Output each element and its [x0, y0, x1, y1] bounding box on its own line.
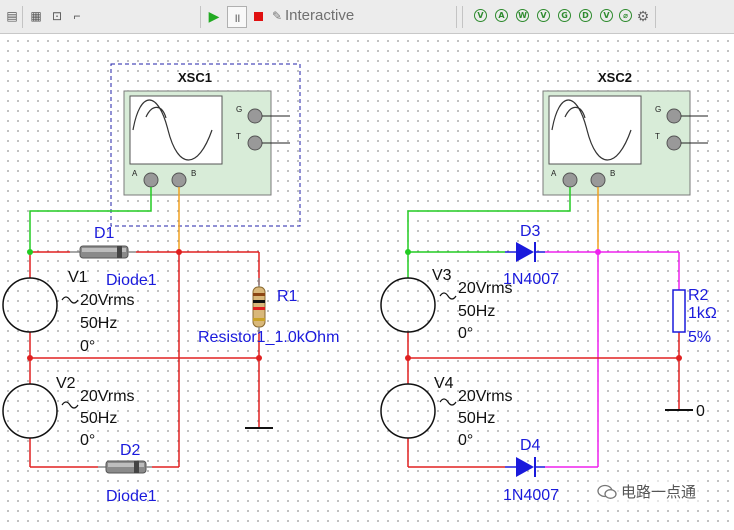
- r2-ref: R2: [688, 287, 709, 304]
- d4-ref: D4: [520, 437, 541, 454]
- r1-value: Resistor1_1.0kOhm: [198, 329, 339, 346]
- probe-ground-icon[interactable]: ⌀: [619, 9, 632, 22]
- r2-tolerance: 5%: [688, 329, 711, 346]
- xsc1-terminal-a: A: [132, 169, 138, 178]
- diode-d2[interactable]: D2 Diode1: [98, 442, 157, 505]
- run-button[interactable]: ▶: [208, 7, 220, 24]
- xsc1-terminal-g: G: [236, 105, 242, 114]
- v3-ref: V3: [432, 267, 452, 284]
- power-probe-icon[interactable]: W: [516, 9, 529, 22]
- d1-model: Diode1: [106, 272, 157, 289]
- d3-ref: D3: [520, 223, 541, 240]
- v2-ref: V2: [56, 375, 76, 392]
- gear-icon[interactable]: ⚙: [636, 7, 650, 24]
- right-ground-symbol: 0: [665, 403, 705, 420]
- resistor-r2[interactable]: R2 1kΩ 5%: [672, 287, 717, 346]
- ac-source-v3[interactable]: V3 20Vrms 50Hz 0°: [380, 267, 513, 342]
- resistor-r1[interactable]: R1 Resistor1_1.0kOhm: [198, 278, 339, 346]
- r1-ref: R1: [277, 288, 298, 305]
- left-circuit-junctions: [27, 249, 262, 361]
- v4-freq: 50Hz: [458, 410, 495, 427]
- d3-model: 1N4007: [503, 271, 559, 288]
- v4-value: 20Vrms: [458, 388, 513, 405]
- schematic-canvas[interactable]: XSC1 A B G T XSC2 A B G T: [0, 34, 734, 525]
- v2-value: 20Vrms: [80, 388, 135, 405]
- watermark-text: 电路一点通: [621, 484, 697, 501]
- d2-model: Diode1: [106, 488, 157, 505]
- current-probe-icon[interactable]: A: [495, 9, 508, 22]
- grid-icon[interactable]: ▦: [30, 9, 42, 23]
- simulation-toolbar: ▤ ▦ ⊡ ⌐ ▶ ॥ ✎ Interactive V A W V G D V …: [0, 0, 734, 34]
- v3-phase: 0°: [458, 325, 473, 342]
- v3-value: 20Vrms: [458, 280, 513, 297]
- reference-probe-icon[interactable]: G: [558, 9, 571, 22]
- diode-d1[interactable]: D1 Diode1: [70, 225, 157, 289]
- d2-ref: D2: [120, 442, 141, 459]
- v4-ref: V4: [434, 375, 454, 392]
- xsc2-terminal-a: A: [551, 169, 557, 178]
- xsc1-label: XSC1: [178, 70, 212, 85]
- differential-probe-icon[interactable]: V: [537, 9, 550, 22]
- watermark: 电路一点通: [594, 480, 700, 503]
- v1-value: 20Vrms: [80, 292, 135, 309]
- xsc1-terminal-b: B: [191, 169, 196, 178]
- diode-d3[interactable]: D3 1N4007: [503, 223, 559, 288]
- ground-net-label: 0: [696, 403, 705, 420]
- pause-button[interactable]: ॥: [227, 6, 247, 28]
- ac-source-v1[interactable]: V1 20Vrms 50Hz 0°: [2, 269, 135, 355]
- right-circuit-junctions: [405, 249, 682, 361]
- oscilloscope-xsc2[interactable]: XSC2 A B G T: [542, 70, 708, 196]
- v2-freq: 50Hz: [80, 410, 117, 427]
- step-icon[interactable]: ⌐: [73, 9, 81, 23]
- ac-source-v4[interactable]: V4 20Vrms 50Hz 0°: [380, 375, 513, 449]
- diode-d4[interactable]: D4 1N4007: [503, 437, 559, 504]
- v1-ref: V1: [68, 269, 88, 286]
- d1-ref: D1: [94, 225, 115, 242]
- v3-freq: 50Hz: [458, 303, 495, 320]
- pencil-icon: ✎: [271, 9, 283, 23]
- r2-value: 1kΩ: [688, 305, 717, 322]
- simulation-mode-label[interactable]: Interactive: [285, 7, 355, 24]
- xsc2-terminal-b: B: [610, 169, 615, 178]
- xsc1-terminal-t: T: [236, 132, 241, 141]
- digital-probe-icon[interactable]: D: [579, 9, 592, 22]
- d4-model: 1N4007: [503, 487, 559, 504]
- oscilloscope-xsc1[interactable]: XSC1 A B G T: [110, 63, 301, 227]
- probe-settings-icon[interactable]: V: [600, 9, 613, 22]
- bus-icon[interactable]: ⊡: [51, 9, 63, 23]
- schematic-drawing: XSC1 A B G T XSC2 A B G T: [2, 63, 717, 505]
- align-icon[interactable]: ▤: [6, 9, 18, 23]
- v1-freq: 50Hz: [80, 315, 117, 332]
- wechat-icon: [597, 484, 617, 499]
- v1-phase: 0°: [80, 338, 95, 355]
- stop-icon: [253, 11, 263, 21]
- right-circuit-wires: [407, 187, 680, 468]
- ac-source-v2[interactable]: V2 20Vrms 50Hz 0°: [2, 375, 135, 449]
- v2-phase: 0°: [80, 432, 95, 449]
- voltage-probe-icon[interactable]: V: [474, 9, 487, 22]
- left-circuit-wires: [29, 187, 260, 468]
- xsc2-label: XSC2: [598, 70, 632, 85]
- xsc2-terminal-t: T: [655, 132, 660, 141]
- stop-button[interactable]: [251, 6, 265, 26]
- v4-phase: 0°: [458, 432, 473, 449]
- xsc2-terminal-g: G: [655, 105, 661, 114]
